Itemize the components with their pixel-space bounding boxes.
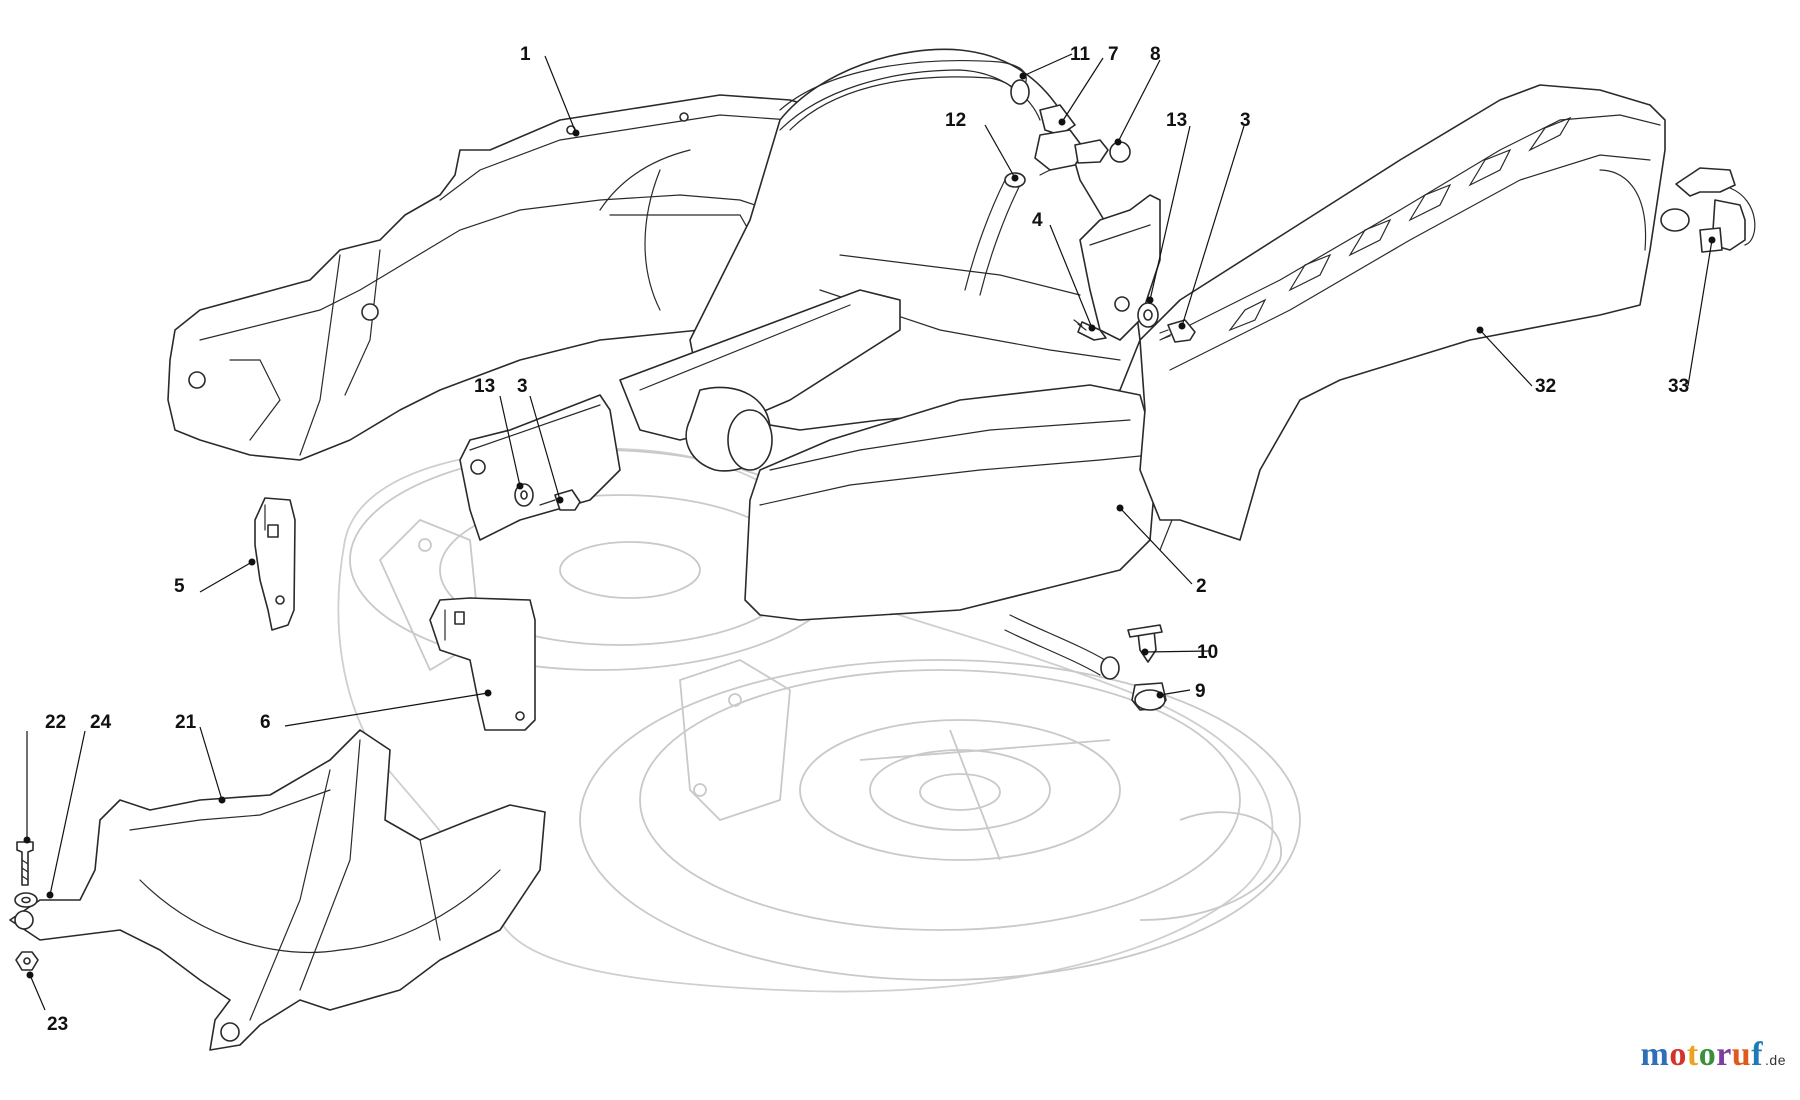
latch-part-33 (1660, 167, 1756, 253)
callout-3-mid: 3 (517, 376, 528, 397)
bracket-part-6 (429, 597, 536, 731)
hose-parts-11-12 (779, 60, 1030, 296)
callout-1: 1 (520, 44, 531, 65)
watermark-letter: o (1698, 1036, 1717, 1073)
chute-part-32 (1139, 84, 1666, 541)
callout-22: 22 (45, 712, 66, 733)
callout-33: 33 (1668, 376, 1689, 397)
callout-6: 6 (260, 712, 271, 733)
callout-4: 4 (1032, 210, 1043, 231)
hinge-pivot (619, 289, 901, 472)
watermark-letter: t (1686, 1036, 1699, 1073)
callout-8: 8 (1150, 44, 1161, 65)
callout-32: 32 (1535, 376, 1556, 397)
callout-numbers: 1 11 7 8 12 13 3 4 32 33 13 3 2 5 10 9 6… (45, 44, 1689, 1035)
motoruf-watermark: motoruf.de (1641, 1036, 1786, 1074)
callout-leaders (23, 53, 1716, 1011)
watermark-suffix: .de (1765, 1052, 1786, 1068)
callout-9: 9 (1195, 681, 1206, 702)
callout-5: 5 (174, 576, 185, 597)
callout-10: 10 (1197, 642, 1218, 663)
watermark-letter: m (1640, 1036, 1670, 1073)
callout-2: 2 (1196, 576, 1207, 597)
hood-part-2 (744, 384, 1181, 621)
callout-12: 12 (945, 110, 966, 131)
bracket-mid-left (459, 394, 621, 541)
callout-24: 24 (90, 712, 112, 733)
mower-deck-ghost (337, 447, 1301, 993)
bumper-part-21 (9, 729, 546, 1051)
watermark-letter: u (1731, 1036, 1752, 1073)
connector-part-7 (1034, 104, 1109, 176)
watermark-letter: r (1716, 1036, 1732, 1073)
callout-11: 11 (1070, 44, 1091, 65)
callout-21: 21 (175, 712, 197, 733)
callout-23: 23 (47, 1014, 68, 1035)
bracket-part-5 (254, 497, 296, 631)
watermark-letter: f (1751, 1036, 1764, 1073)
fasteners-left (14, 841, 39, 971)
callout-7: 7 (1108, 44, 1119, 65)
callout-13-mid: 13 (474, 376, 495, 397)
watermark-letter: o (1669, 1036, 1687, 1073)
clip-part-8 (1109, 141, 1131, 163)
callout-13-top: 13 (1166, 110, 1187, 131)
callout-3-top: 3 (1240, 110, 1251, 131)
bracket-right (1079, 194, 1161, 341)
